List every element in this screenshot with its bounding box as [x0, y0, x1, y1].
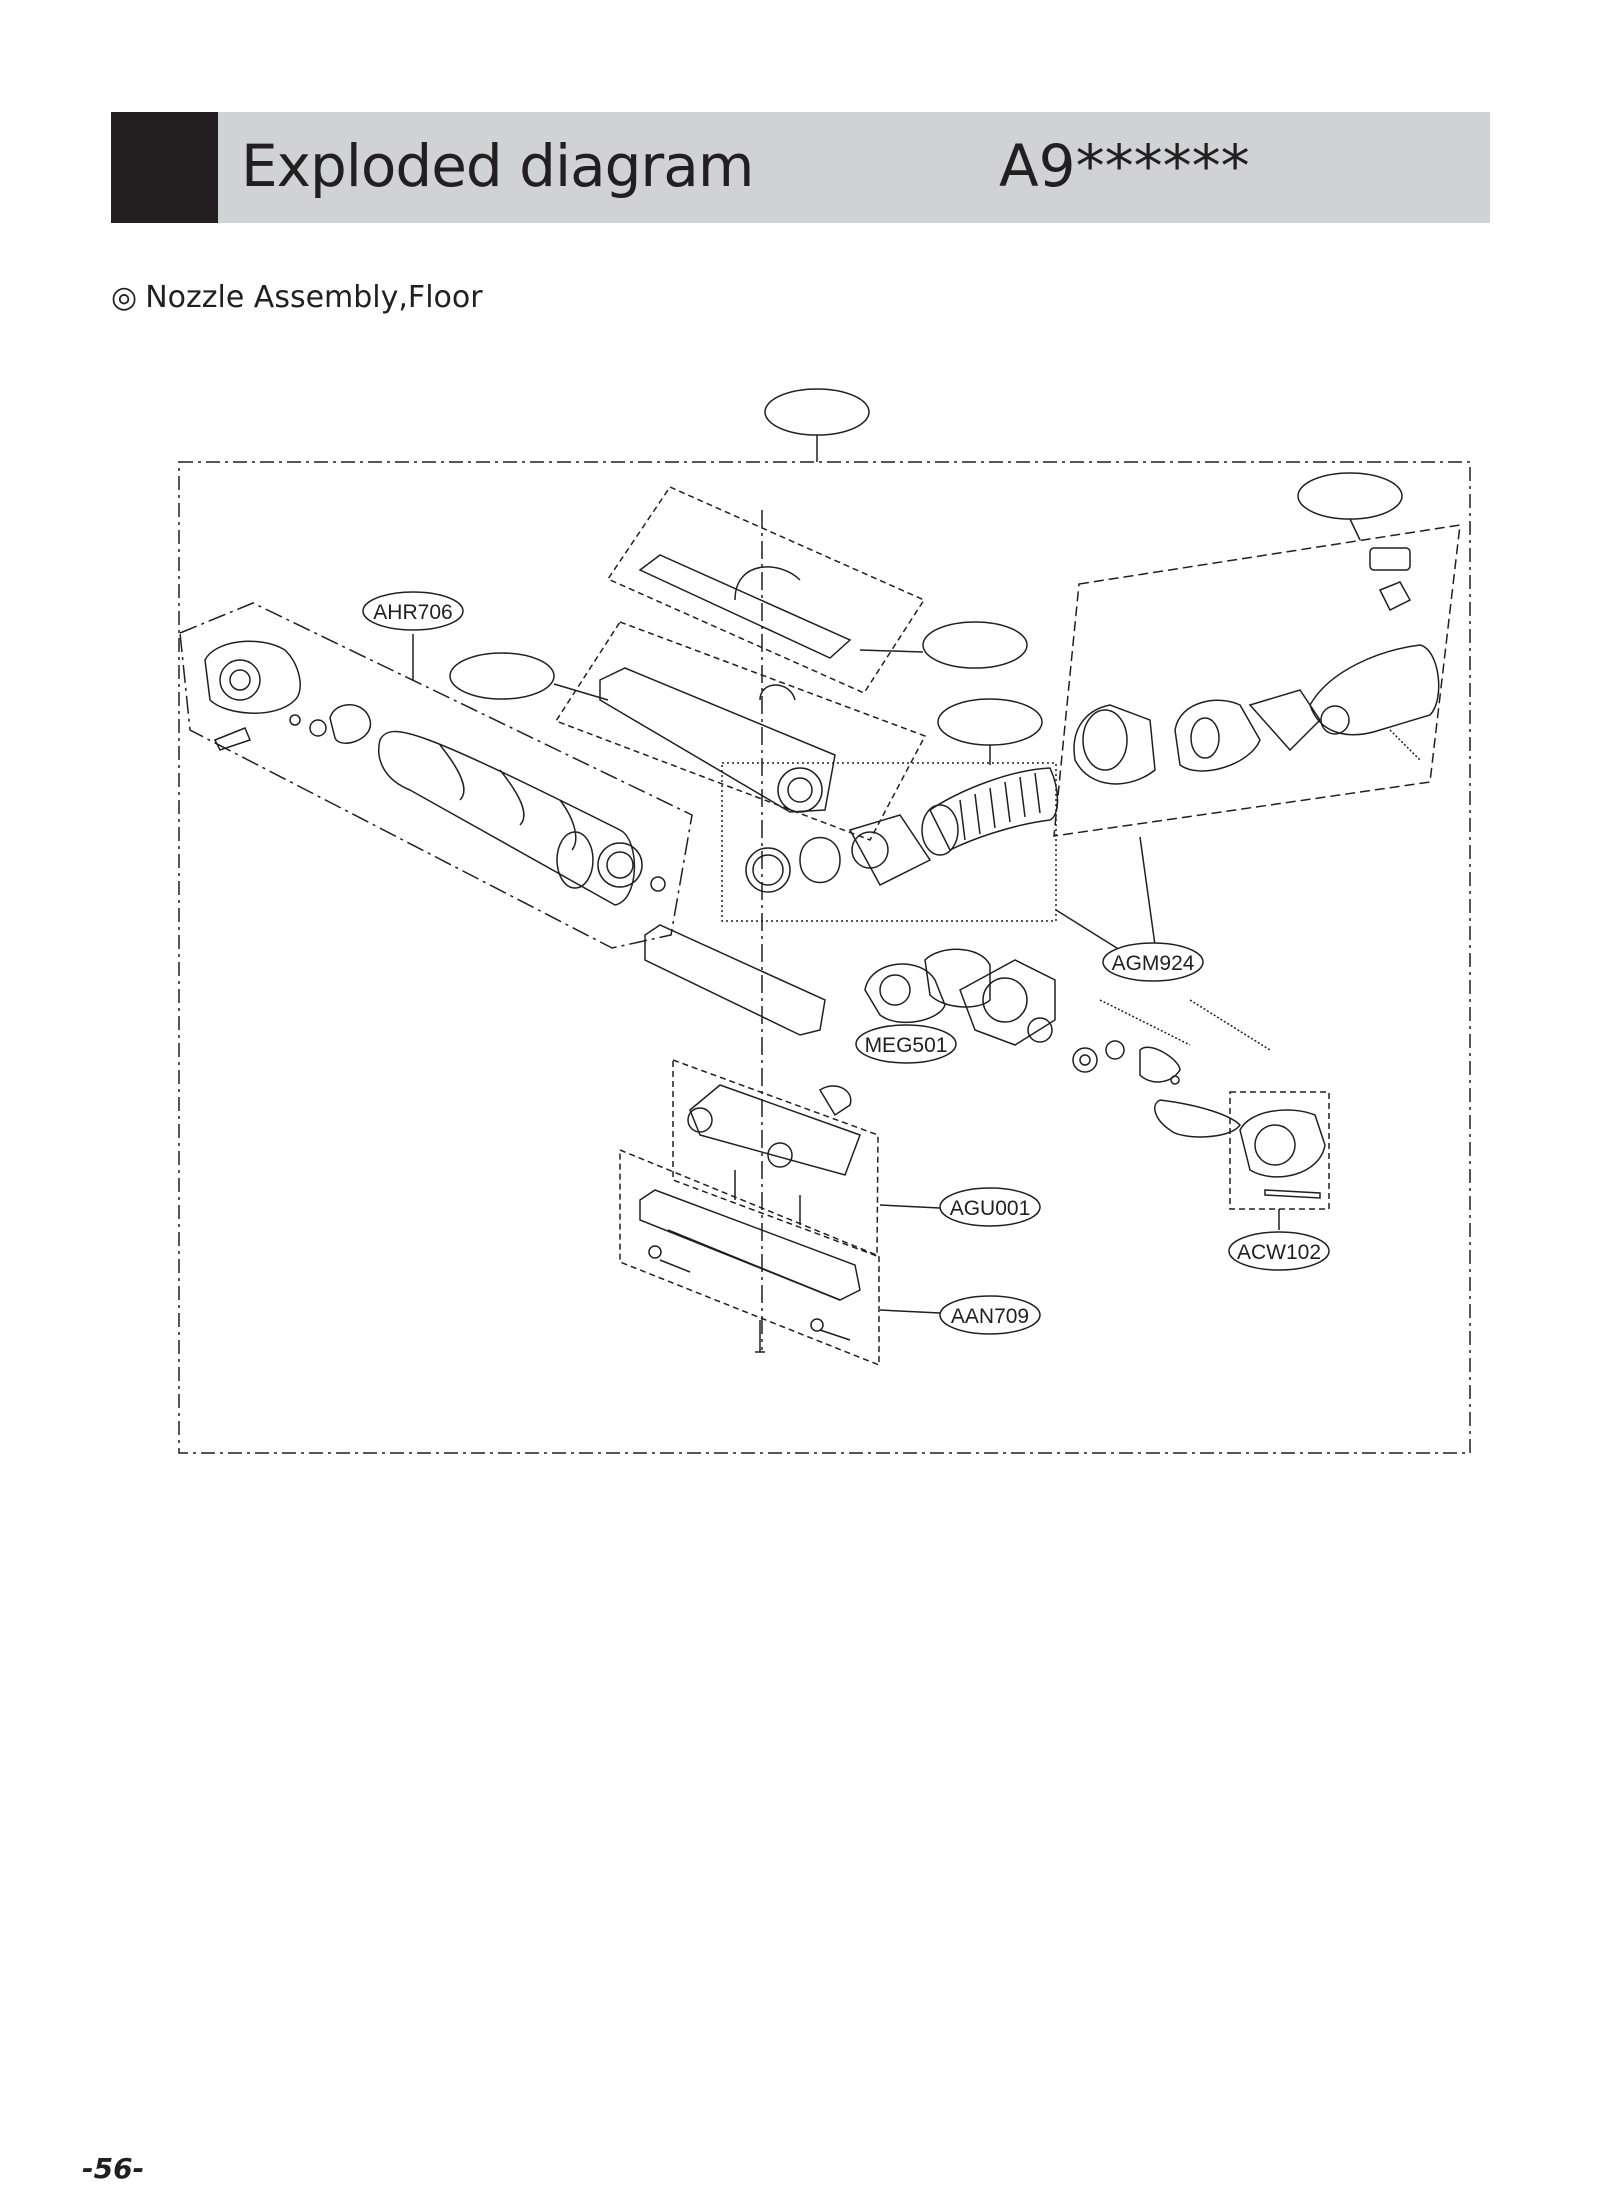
end-cap-part — [204, 640, 301, 714]
blank-callout-handle — [1297, 472, 1403, 520]
upper-plate-part — [689, 1084, 861, 1176]
upper-plate-group — [672, 1058, 879, 1258]
exploded-diagram: AHR706 AGM924 MEG501 AGU001 ACW102 AAN70… — [178, 388, 1471, 1454]
callout-aan709 — [939, 1295, 1041, 1335]
callout-agu001 — [939, 1187, 1041, 1227]
callout-ahr706 — [362, 591, 464, 631]
blank-callout-cover — [922, 621, 1028, 669]
blank-callout-top — [764, 388, 870, 436]
blank-callout-joint — [937, 698, 1043, 746]
page-title: Exploded diagram — [241, 132, 754, 200]
callout-label-agm924: AGM924 — [1112, 952, 1195, 975]
callout-acw102 — [1228, 1231, 1330, 1271]
page-number: -56- — [82, 2152, 145, 2185]
page-header: Exploded diagram A9****** — [111, 112, 1490, 223]
callout-agm924 — [1102, 942, 1204, 982]
callout-label-meg501: MEG501 — [865, 1034, 948, 1057]
filter-cover-part — [1239, 1109, 1326, 1178]
blank-callout-middle — [449, 652, 555, 700]
top-cover-part — [638, 554, 852, 659]
callout-label-acw102: ACW102 — [1237, 1241, 1321, 1264]
model-number: A9****** — [999, 132, 1250, 200]
callout-label-agu001: AGU001 — [950, 1197, 1031, 1220]
motor-housing-part — [864, 963, 946, 1024]
joint-group — [721, 762, 1057, 922]
section-subtitle-text: Nozzle Assembly,Floor — [145, 280, 483, 315]
middle-cover-group — [554, 621, 927, 841]
double-circle-icon: ◎ — [111, 280, 138, 315]
callout-meg501 — [855, 1024, 957, 1064]
lower-plate-group — [619, 1148, 880, 1367]
brush-roll-part — [378, 730, 636, 906]
middle-cover-part — [599, 667, 836, 813]
callout-label-aan709: AAN709 — [951, 1305, 1029, 1328]
brush-roll-group — [179, 602, 693, 949]
top-cover-group — [606, 486, 926, 694]
lower-plate-part — [639, 1189, 861, 1301]
assembly-frame — [178, 461, 1471, 1454]
header-black-block — [111, 112, 218, 223]
section-subtitle: ◎Nozzle Assembly,Floor — [111, 280, 483, 316]
lower-bar-part — [644, 924, 826, 1036]
callout-label-ahr706: AHR706 — [373, 601, 452, 624]
handle-group — [1053, 524, 1461, 837]
